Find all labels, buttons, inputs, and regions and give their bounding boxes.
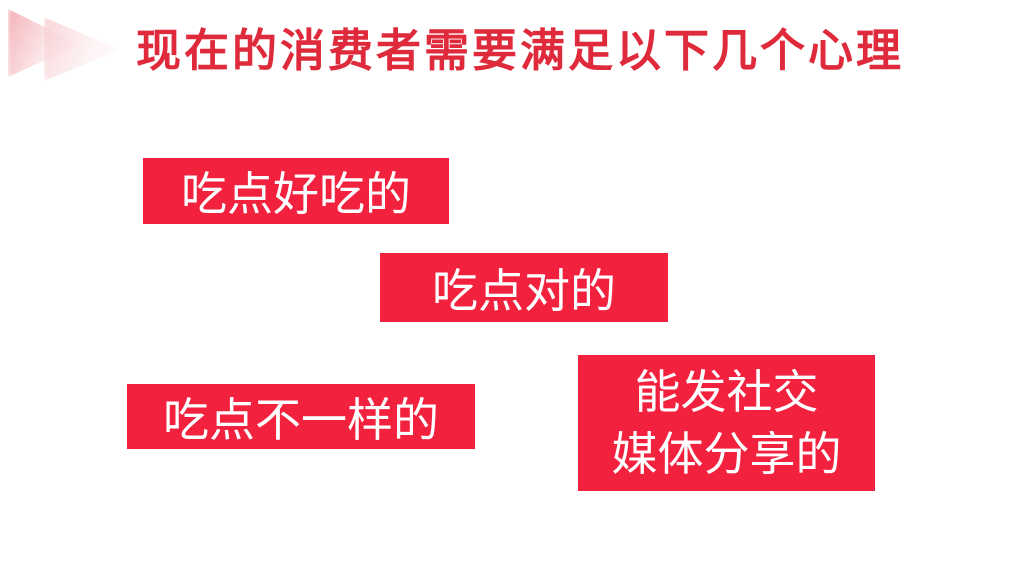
highlight-box-label-line: 媒体分享的 bbox=[611, 428, 842, 480]
slide-title: 现在的消费者需要满足以下几个心理 bbox=[136, 25, 905, 76]
highlight-box-label: 吃点好吃的 bbox=[181, 168, 411, 220]
highlight-box-social-shareable: 能发社交 媒体分享的 bbox=[578, 355, 875, 491]
highlight-box-label: 吃点对的 bbox=[432, 264, 616, 317]
highlight-box-eat-different: 吃点不一样的 bbox=[127, 384, 475, 449]
highlight-box-eat-tasty: 吃点好吃的 bbox=[143, 158, 449, 224]
highlight-box-eat-right: 吃点对的 bbox=[380, 253, 668, 322]
highlight-box-label-line: 能发社交 bbox=[634, 366, 819, 418]
highlight-box-label: 吃点不一样的 bbox=[163, 393, 439, 446]
double-right-chevron-icon bbox=[6, 4, 126, 89]
highlight-box-label: 能发社交 媒体分享的 bbox=[612, 361, 842, 485]
